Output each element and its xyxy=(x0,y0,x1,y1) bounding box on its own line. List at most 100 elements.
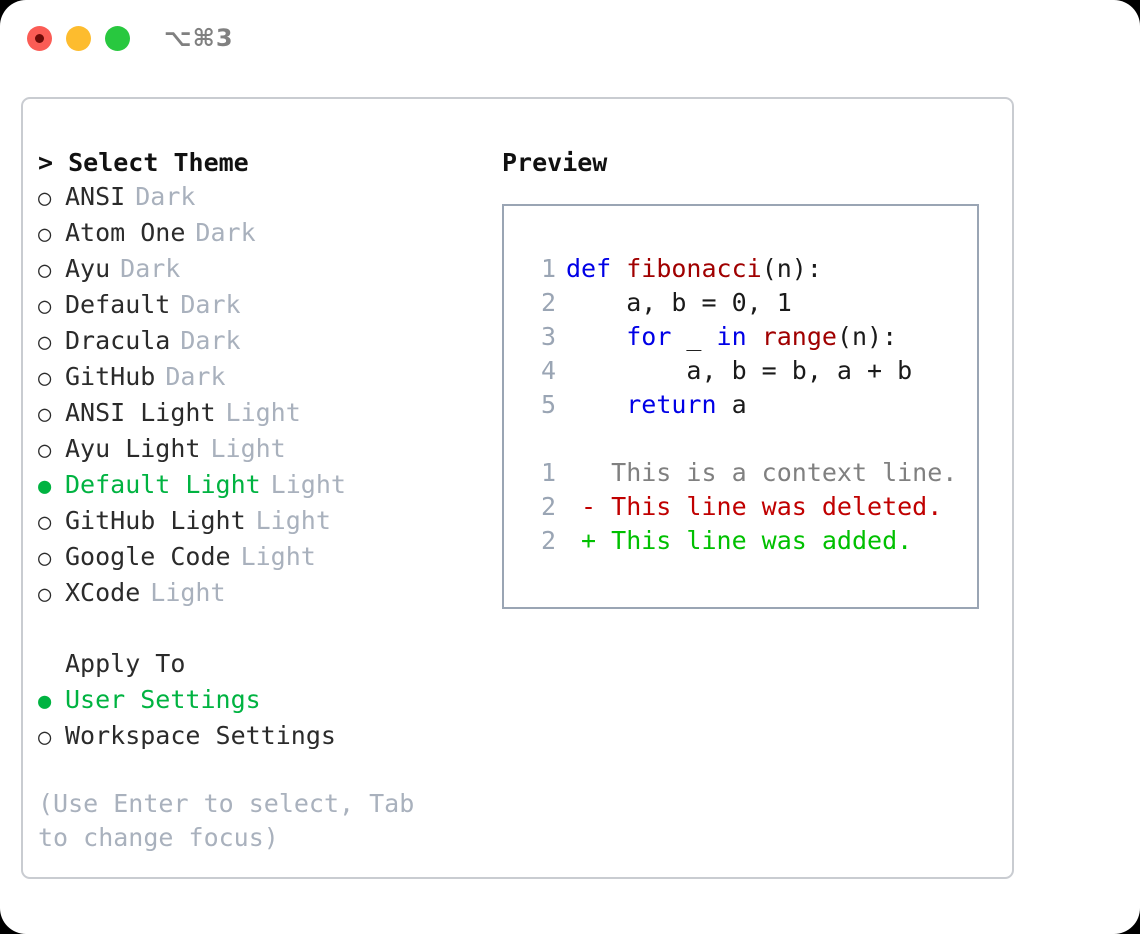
theme-item-label: Ayu Light xyxy=(65,434,201,463)
radio-unselected-icon[interactable]: ○ xyxy=(38,258,52,283)
minimize-button[interactable] xyxy=(66,26,91,51)
line-number: 2 xyxy=(540,288,556,317)
radio-unselected-icon[interactable]: ○ xyxy=(38,546,52,571)
code-line-text: a, b = 0, 1 xyxy=(566,286,792,320)
code-token: a xyxy=(716,390,747,419)
theme-item-mode-tag: Light xyxy=(255,506,331,535)
theme-item-mode-tag: Dark xyxy=(135,182,196,211)
theme-item[interactable]: ○ Ayu Dark xyxy=(38,252,498,288)
theme-item-mode-tag: Light xyxy=(270,470,346,499)
theme-item-label: ANSI xyxy=(65,182,126,211)
theme-item[interactable]: ○ Default Dark xyxy=(38,288,498,324)
theme-item[interactable]: ○ Ayu Light Light xyxy=(38,432,498,468)
theme-item-mode-tag: Light xyxy=(210,434,286,463)
close-button[interactable] xyxy=(27,26,52,51)
code-line-text: for _ in range(n): xyxy=(566,320,897,354)
theme-item[interactable]: ○ GitHub Dark xyxy=(38,360,498,396)
apply-to-item[interactable]: ● User Settings xyxy=(38,683,498,719)
theme-item-label: XCode xyxy=(65,578,141,607)
theme-item-mode-tag: Light xyxy=(225,398,301,427)
radio-unselected-icon[interactable]: ○ xyxy=(38,366,52,391)
code-token: + This line was added. xyxy=(566,526,913,555)
code-token xyxy=(566,390,626,419)
title-bar: ⌥⌘3 xyxy=(0,0,1140,78)
theme-item-mode-tag: Dark xyxy=(180,290,241,319)
code-line-text: def fibonacci(n): xyxy=(566,252,822,286)
theme-item[interactable]: ○ ANSI Dark xyxy=(38,180,498,216)
radio-unselected-icon[interactable]: ○ xyxy=(38,510,52,535)
apply-to-bullet-placeholder xyxy=(38,649,65,683)
code-line: 2 + This line was added. xyxy=(522,524,957,558)
radio-unselected-icon[interactable]: ○ xyxy=(38,294,52,319)
code-token: range xyxy=(761,322,837,351)
theme-item-label: Default Light xyxy=(65,470,261,499)
line-number: 2 xyxy=(540,492,556,521)
zoom-button[interactable] xyxy=(105,26,130,51)
code-line: 3 for _ in range(n): xyxy=(522,320,957,354)
code-line: 2 a, b = 0, 1 xyxy=(522,286,957,320)
line-number: 5 xyxy=(540,390,556,419)
traffic-lights xyxy=(27,26,130,51)
line-number: 2 xyxy=(540,526,556,555)
theme-item[interactable]: ○ Atom One Dark xyxy=(38,216,498,252)
apply-to-heading-row: Apply To xyxy=(38,647,498,683)
apply-to-item-label: Workspace Settings xyxy=(65,721,336,750)
code-token xyxy=(566,424,581,453)
line-number: 1 xyxy=(540,458,556,487)
line-number: 1 xyxy=(540,254,556,283)
theme-item-mode-tag: Light xyxy=(150,578,226,607)
theme-item-label: GitHub xyxy=(65,362,156,391)
theme-item[interactable]: ○ Dracula Dark xyxy=(38,324,498,360)
preview-column: Preview xyxy=(502,146,1002,180)
radio-unselected-icon[interactable]: ○ xyxy=(38,186,52,211)
code-token: in xyxy=(716,322,762,351)
code-token: return xyxy=(626,390,717,419)
radio-unselected-icon[interactable]: ○ xyxy=(38,725,52,750)
apply-to-heading: Apply To xyxy=(65,649,186,678)
radio-unselected-icon[interactable]: ○ xyxy=(38,402,52,427)
preview-heading: Preview xyxy=(502,148,608,177)
radio-selected-icon[interactable]: ● xyxy=(38,689,52,714)
keyboard-hint: (Use Enter to select, Tab to change focu… xyxy=(38,789,430,852)
theme-item-mode-tag: Dark xyxy=(165,362,226,391)
code-token: - This line was deleted. xyxy=(566,492,943,521)
apply-to-item[interactable]: ○ Workspace Settings xyxy=(38,719,498,755)
code-line: 5 return a xyxy=(522,388,957,422)
theme-item-label: Google Code xyxy=(65,542,231,571)
code-line-text: a, b = b, a + b xyxy=(566,354,912,388)
apply-to-item-label: User Settings xyxy=(65,685,261,714)
radio-unselected-icon[interactable]: ○ xyxy=(38,330,52,355)
radio-unselected-icon[interactable]: ○ xyxy=(38,222,52,247)
radio-unselected-icon[interactable]: ○ xyxy=(38,582,52,607)
code-token: (n): xyxy=(836,322,898,351)
code-token: a, b = 0, 1 xyxy=(566,288,792,317)
theme-item-label: GitHub Light xyxy=(65,506,246,535)
code-line: 4 a, b = b, a + b xyxy=(522,354,957,388)
code-token: for xyxy=(626,322,672,351)
theme-item[interactable]: ○ XCode Light xyxy=(38,576,498,612)
theme-item-mode-tag: Dark xyxy=(120,254,181,283)
code-token: _ xyxy=(671,322,717,351)
theme-item-label: Ayu xyxy=(65,254,111,283)
code-token: fibonacci xyxy=(626,254,762,283)
radio-selected-icon[interactable]: ● xyxy=(38,474,52,499)
theme-item[interactable]: ○ GitHub Light Light xyxy=(38,504,498,540)
code-line: 1 This is a context line. xyxy=(522,456,957,490)
radio-unselected-icon[interactable]: ○ xyxy=(38,438,52,463)
theme-item-mode-tag: Dark xyxy=(180,326,241,355)
theme-item-label: Default xyxy=(65,290,171,319)
keyboard-shortcut-label: ⌥⌘3 xyxy=(164,24,234,52)
theme-item-label: Atom One xyxy=(65,218,186,247)
theme-item-label: Dracula xyxy=(65,326,171,355)
theme-item-mode-tag: Dark xyxy=(195,218,256,247)
code-line xyxy=(522,422,957,456)
theme-item[interactable]: ● Default Light Light xyxy=(38,468,498,504)
apply-to-list[interactable]: ● User Settings ○ Workspace Settings xyxy=(38,683,498,755)
line-number: 4 xyxy=(540,356,556,385)
